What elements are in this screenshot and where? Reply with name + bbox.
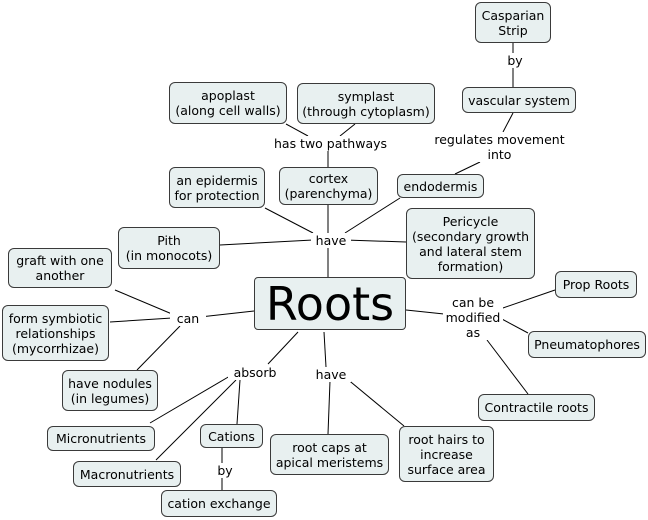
node-root-hairs: root hairs to increase surface area [399, 426, 494, 482]
link-absorb: absorb [228, 365, 282, 380]
node-symplast: symplast (through cytoplasm) [297, 83, 435, 124]
link-by-bottom: by [210, 463, 240, 478]
link-regulates-movement: regulates movement into [430, 132, 569, 162]
node-micronutrients: Micronutrients [47, 426, 155, 451]
node-epidermis: an epidermis for protection [169, 167, 265, 208]
link-can: can [170, 311, 206, 326]
node-root-caps: root caps at apical meristems [270, 434, 389, 475]
node-apoplast: apoplast (along cell walls) [169, 82, 287, 124]
link-have-top: have [311, 233, 351, 248]
node-cations: Cations [200, 424, 263, 448]
node-contractile-roots: Contractile roots [478, 394, 595, 421]
link-can-be-modified-as: can be modified as [443, 295, 503, 340]
node-endodermis: endodermis [397, 174, 484, 198]
node-cortex: cortex (parenchyma) [279, 167, 378, 205]
node-pericycle: Pericycle (secondary growth and lateral … [406, 208, 535, 279]
node-pneumatophores: Pneumatophores [528, 331, 646, 358]
node-macronutrients: Macronutrients [73, 461, 181, 487]
link-have-bottom: have [311, 367, 351, 382]
node-casparian-strip: Casparian Strip [475, 2, 551, 43]
link-has-two-pathways: has two pathways [271, 136, 390, 151]
node-symbiotic: form symbiotic relationships (mycorrhiza… [2, 305, 109, 361]
node-roots: Roots [254, 277, 406, 330]
node-pith: Pith (in monocots) [118, 227, 220, 269]
node-nodules: have nodules (in legumes) [62, 370, 158, 411]
link-by-top: by [500, 53, 530, 68]
node-cation-exchange: cation exchange [161, 490, 277, 517]
node-graft: graft with one another [8, 248, 112, 288]
node-vascular-system: vascular system [462, 87, 576, 113]
node-prop-roots: Prop Roots [555, 271, 637, 298]
